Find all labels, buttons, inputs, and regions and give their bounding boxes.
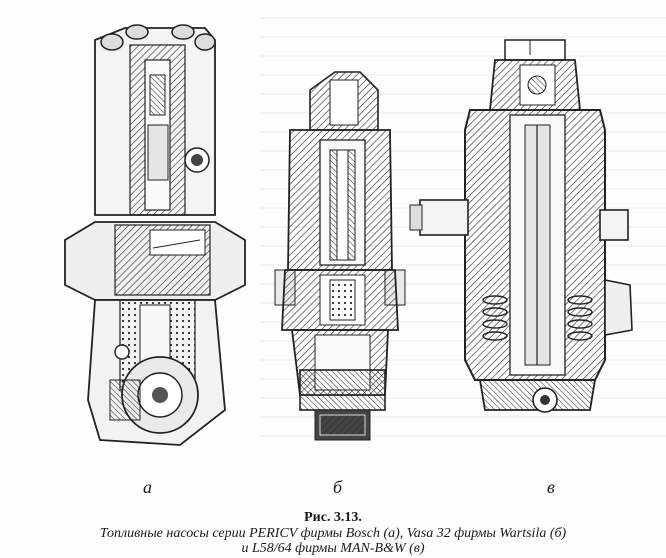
fuel-pump-wartsila-section-drawing	[274, 71, 406, 441]
fuel-pump-bosch-cutaway-drawing	[64, 24, 246, 446]
sublabel-b: б	[333, 477, 343, 497]
sublabel-v: в	[547, 477, 555, 497]
figure-caption-line-2: и L58/64 фирмы MAN-B&W (в)	[241, 541, 425, 556]
fuel-pump-man-bw-section-drawing	[409, 39, 633, 413]
sublabel-a: а	[143, 477, 152, 497]
figure-caption-line-1: Топливные насосы серии PERICV фирмы Bosc…	[99, 526, 567, 541]
figure-number: Рис. 3.13.	[304, 510, 362, 525]
